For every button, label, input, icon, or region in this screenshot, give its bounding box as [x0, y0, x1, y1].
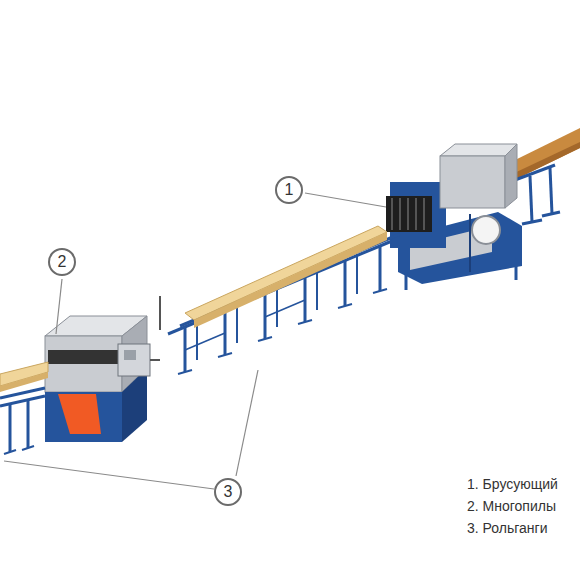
callout-circle: 3 — [214, 478, 242, 506]
legend-text: 3. Рольганги — [467, 520, 547, 537]
roller-table — [168, 234, 400, 374]
squared-beam-side — [194, 232, 387, 328]
outfeed-conveyor — [0, 388, 45, 454]
leader-line — [4, 193, 386, 489]
legend-text: 1. Брусующий — [467, 476, 558, 493]
infeed-stand — [515, 165, 560, 224]
callout-number: 1 — [285, 182, 294, 198]
squared-beam — [185, 226, 387, 320]
cantering-machine — [386, 144, 522, 290]
callout-number: 2 — [58, 254, 67, 270]
callout-circle: 2 — [48, 248, 76, 276]
callout-circle: 1 — [275, 176, 303, 204]
multirip-saw — [45, 296, 160, 442]
log-shade — [508, 142, 580, 182]
legend-text: 2. Многопилы — [467, 498, 556, 515]
callout-number: 3 — [224, 484, 233, 500]
